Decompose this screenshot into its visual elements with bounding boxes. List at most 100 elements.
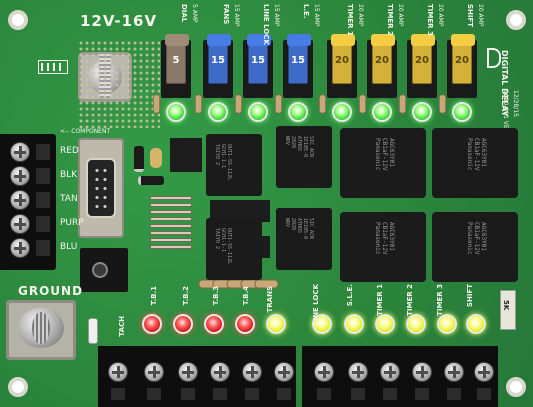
fuse-amp-label: 15 AMP	[273, 4, 280, 27]
terminal-screw	[412, 362, 432, 382]
fuse-amp-label: 20 AMP	[357, 4, 364, 27]
status-led-green	[332, 102, 352, 122]
resistor-5k-label: 5K	[502, 300, 510, 311]
terminal-screw	[10, 142, 30, 162]
silkscreen-marker	[38, 60, 68, 74]
bottom-label: TRANS	[266, 286, 274, 313]
status-led-green	[166, 102, 186, 122]
bottom-terminal-block-right	[302, 346, 498, 407]
voltage-label: 12V-16V	[80, 12, 158, 30]
terminal-slot	[36, 168, 50, 184]
terminal-slot	[383, 388, 397, 400]
diode-black-2	[138, 176, 164, 185]
mounting-hole-top-right	[506, 10, 526, 30]
bottom-label: TACH	[118, 316, 126, 337]
resistor-bar	[150, 210, 192, 214]
fuse: 20	[331, 34, 355, 84]
indicator-led-red	[204, 314, 224, 334]
resistor-5k	[500, 290, 516, 330]
bottom-label: TIMER 2	[406, 284, 414, 316]
part-number: 1090-001 VERS 2	[502, 90, 509, 143]
bottom-label: T.B.2	[182, 286, 190, 306]
terminal-label: PURP	[60, 218, 84, 228]
fuse-title-label: LINE LOCK	[262, 4, 270, 45]
fuse-cap	[451, 34, 475, 46]
ground-label: GROUND	[18, 284, 84, 298]
fuse: 20	[451, 34, 475, 84]
relay-small-label: OUT1-SS-112L GCH1-1-1 TAIYO 2	[214, 228, 232, 265]
fuse-amp-label: 5 AMP	[191, 4, 198, 23]
relay-big-label: AGC63Y01 CB1aF-12V Panasonic	[466, 222, 487, 255]
terminal-slot	[447, 388, 461, 400]
terminal-slot	[317, 388, 331, 400]
terminal-slot	[415, 388, 429, 400]
indicator-led-red	[173, 314, 193, 334]
indicator-led-red	[142, 314, 162, 334]
terminal-slot	[36, 144, 50, 160]
logo-text: DIGITAL DELAY	[500, 50, 509, 117]
relay-big-label: AGC63Y01 CB1aF-12V Panasonic	[374, 222, 395, 255]
bottom-label: T.B.1	[150, 286, 158, 306]
terminal-screw	[348, 362, 368, 382]
relay-big-label: AGC63Y01 CB1aF-12V Panasonic	[466, 138, 487, 171]
fuse-title-label: DIAL	[180, 4, 188, 23]
fuse-title-label: L.E.	[302, 4, 310, 19]
terminal-slot	[181, 388, 195, 400]
bottom-label: TIMER 3	[436, 284, 444, 316]
resistor	[318, 94, 327, 114]
status-led-green	[372, 102, 392, 122]
ic-chip-1	[170, 138, 202, 172]
terminal-screw	[10, 214, 30, 234]
terminal-slot	[213, 388, 227, 400]
resistor-bar	[150, 245, 192, 249]
fuse: 15	[207, 34, 231, 84]
board-date: 12/28/15	[512, 90, 519, 117]
terminal-slot	[351, 388, 365, 400]
fuse-amp-label: 15 AMP	[233, 4, 240, 27]
resistor-bar	[150, 196, 192, 200]
fuse-rating: 20	[415, 55, 429, 66]
silkscreen-marker-lines	[41, 63, 65, 71]
terminal-label: RED	[60, 146, 79, 156]
component-label: <-- COMPONENT	[60, 128, 111, 135]
fuse-rating: 20	[455, 55, 469, 66]
terminal-slot	[245, 388, 259, 400]
fuse-amp-label: 15 AMP	[313, 4, 320, 27]
resistor	[398, 94, 407, 114]
bottom-label: TIMER 1	[376, 284, 384, 316]
fuse: 15	[287, 34, 311, 84]
status-led-green	[288, 102, 308, 122]
mounting-hole-top-left	[8, 10, 28, 30]
relay-big: AGC63Y01 CB1aF-12V Panasonic	[340, 212, 426, 282]
relay-small: OUT1-SS-112L GCH1-1-1 TAIYO 2	[206, 218, 262, 280]
resistor	[438, 94, 447, 114]
status-led-green	[248, 102, 268, 122]
mounting-hole-bottom-left	[8, 377, 28, 397]
fuse-cap	[165, 34, 189, 46]
fuse-rating: 15	[211, 55, 225, 66]
indicator-led-yellow	[344, 314, 364, 334]
relay-big: AGC63Y01 CB1aF-12V Panasonic	[432, 212, 518, 282]
bottom-label: T.B.4	[242, 286, 250, 306]
diode-black-1	[134, 146, 144, 172]
mounting-hole-bottom-right	[506, 377, 526, 397]
terminal-slot	[36, 216, 50, 232]
terminal-label: TAN	[60, 194, 78, 204]
terminal-screw	[380, 362, 400, 382]
indicator-led-yellow	[466, 314, 486, 334]
resistor-bar	[150, 224, 192, 228]
terminal-screw	[314, 362, 334, 382]
fuse-rating: 20	[375, 55, 389, 66]
fuse-cap	[247, 34, 271, 46]
resistor	[358, 94, 367, 114]
fuse-amp-label: 20 AMP	[477, 4, 484, 27]
capacitor-ceramic	[150, 148, 162, 168]
indicator-led-yellow	[312, 314, 332, 334]
via-grid	[78, 40, 160, 128]
status-led-green	[452, 102, 472, 122]
fuse-title-label: TIMER 3	[426, 4, 434, 36]
fuse: 5	[165, 34, 189, 84]
indicator-led-yellow	[406, 314, 426, 334]
logo-icon	[487, 48, 501, 68]
status-led-green	[208, 102, 228, 122]
